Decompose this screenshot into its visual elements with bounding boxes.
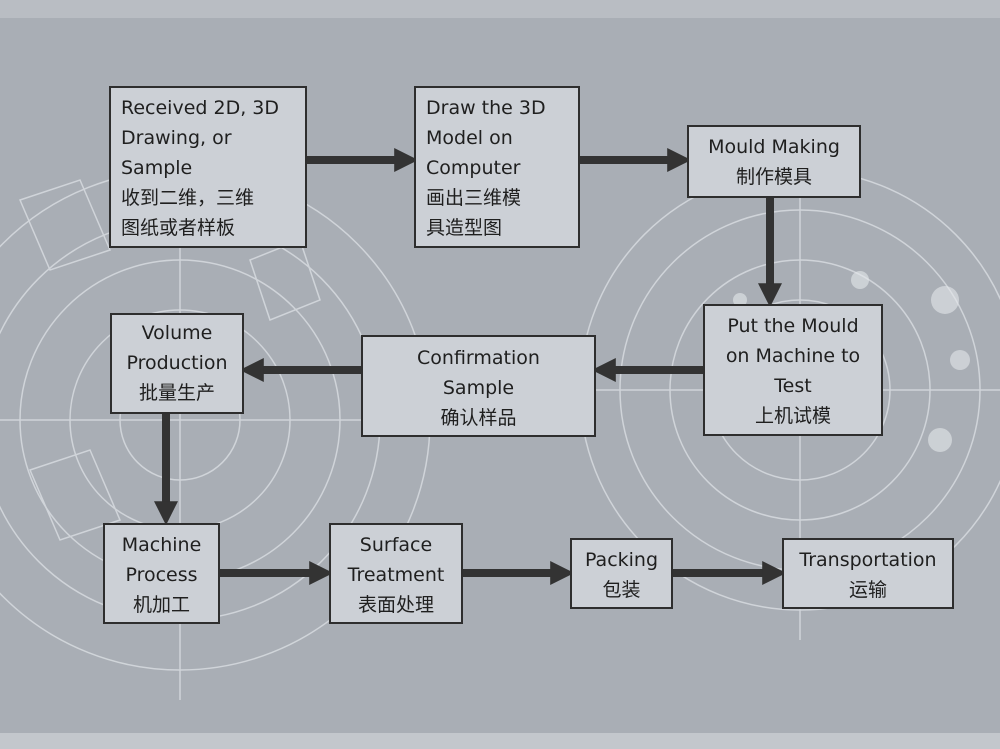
step-label-en: Surface Treatment <box>347 534 445 586</box>
step-machine-test: Put the Mould on Machine to Test 上机试模 <box>703 304 883 436</box>
step-label-zh: 机加工 <box>132 594 190 616</box>
step-label-zh: 包装 <box>602 579 641 601</box>
step-confirmation-sample: Confirmation Sample 确认样品 <box>361 335 596 437</box>
step-received-drawing: Received 2D, 3D Drawing, or Sample 收到二维，… <box>109 86 307 248</box>
step-label-en: Mould Making <box>708 136 840 158</box>
step-surface-treatment: Surface Treatment 表面处理 <box>329 523 463 624</box>
step-machine-process: Machine Process 机加工 <box>103 523 220 624</box>
step-volume-production: Volume Production 批量生产 <box>110 313 244 414</box>
step-label-zh: 表面处理 <box>357 594 434 616</box>
step-label-zh: 运输 <box>848 579 887 601</box>
step-label-en: Put the Mould on Machine to Test <box>725 315 861 397</box>
step-label-zh: 上机试模 <box>754 405 831 427</box>
step-label-en: Packing <box>584 549 659 571</box>
step-label-zh: 批量生产 <box>138 382 215 404</box>
step-label-en: Machine Process <box>121 534 202 586</box>
step-label-zh: 收到二维，三维 图纸或者样板 <box>121 187 255 239</box>
step-label-en: Received 2D, 3D Drawing, or Sample <box>121 97 280 179</box>
step-label-zh: 画出三维模 具造型图 <box>426 187 522 239</box>
step-label-zh: 确认样品 <box>440 407 517 429</box>
step-label-en: Draw the 3D Model on Computer <box>426 97 546 179</box>
step-draw-3d-model: Draw the 3D Model on Computer 画出三维模 具造型图 <box>414 86 580 248</box>
step-mould-making: Mould Making 制作模具 <box>687 125 861 198</box>
step-label-en: Confirmation Sample <box>417 347 540 399</box>
step-packing: Packing 包装 <box>570 538 673 609</box>
step-transportation: Transportation 运输 <box>782 538 954 609</box>
step-label-en: Transportation <box>799 549 937 571</box>
step-label-zh: 制作模具 <box>735 166 812 188</box>
step-label-en: Volume Production <box>126 322 228 374</box>
